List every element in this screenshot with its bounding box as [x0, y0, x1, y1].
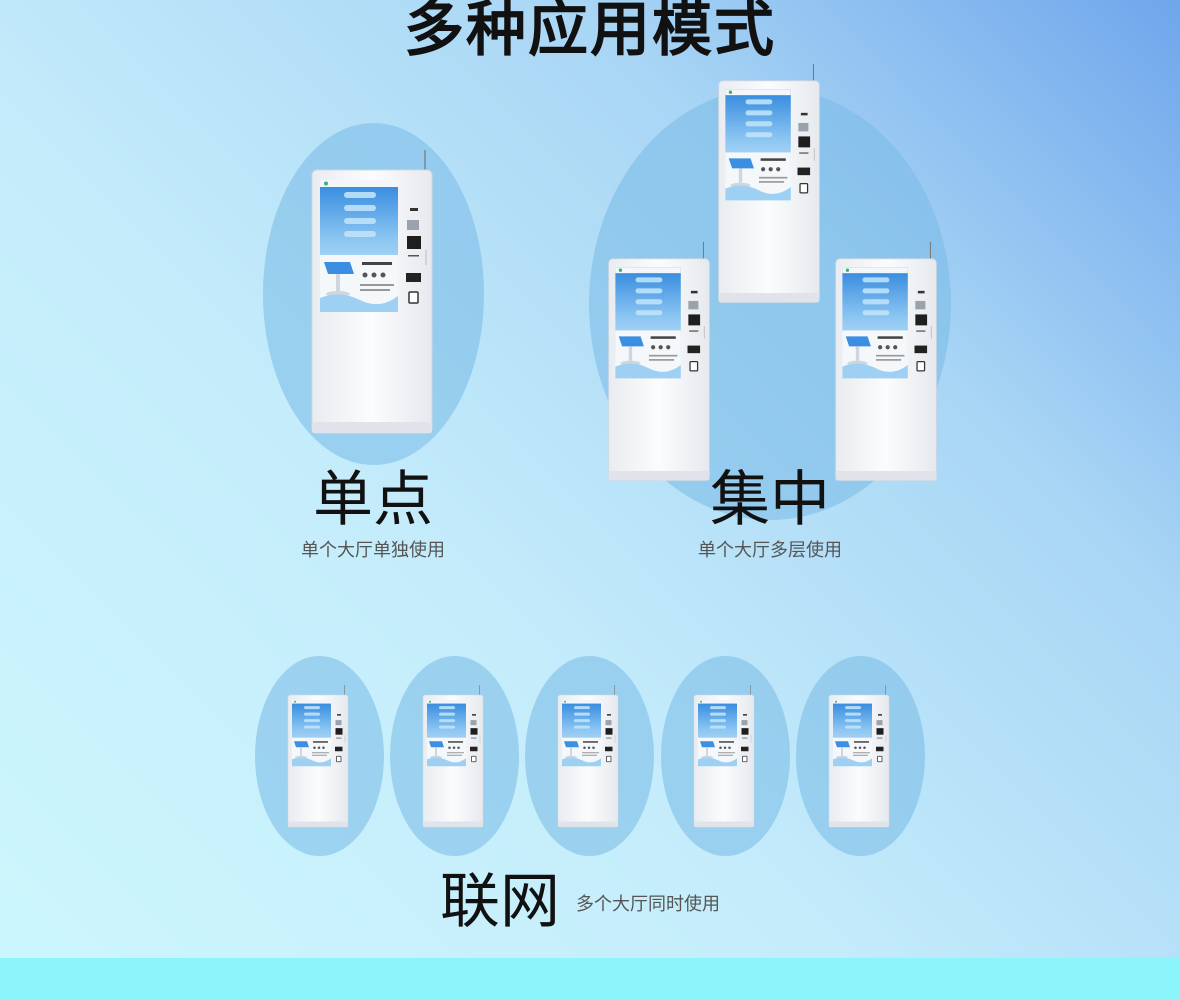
kiosk-terminal-image: [310, 150, 434, 435]
cluster-mode-label: 集中: [710, 465, 830, 535]
kiosk-terminal-image: [828, 685, 890, 828]
network-mode-desc: 多个大厅同时使用: [576, 894, 720, 915]
single-mode-desc: 单个大厅单独使用: [301, 540, 445, 561]
cluster-mode-desc: 单个大厅多层使用: [698, 540, 842, 561]
page-title: 多种应用模式: [404, 0, 776, 65]
bottom-band: [0, 958, 1180, 1000]
kiosk-terminal-image: [422, 685, 484, 828]
kiosk-terminal-image: [557, 685, 619, 828]
kiosk-terminal-image: [717, 64, 821, 304]
kiosk-terminal-image: [834, 242, 938, 482]
kiosk-terminal-image: [693, 685, 755, 828]
network-mode-label: 联网: [440, 867, 560, 937]
single-mode-label: 单点: [313, 465, 433, 535]
kiosk-terminal-image: [607, 242, 711, 482]
kiosk-terminal-image: [287, 685, 349, 828]
